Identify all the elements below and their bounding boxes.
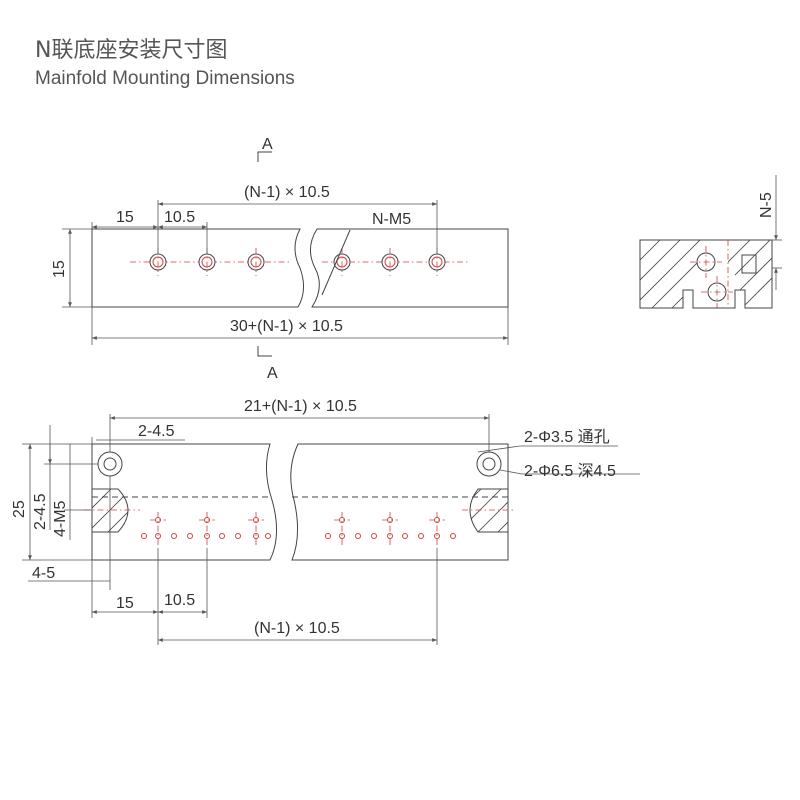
bottom-view-port-holes	[141, 512, 456, 548]
side-section-hatch	[640, 240, 700, 308]
dim-bottom-pitch-total: (N-1) × 10.5	[254, 620, 340, 637]
dim-top-pitch: 10.5	[164, 209, 195, 226]
dim-bottom-edge: 4-5	[32, 565, 55, 582]
dim-side-label: N-5	[758, 192, 775, 218]
dim-bottom-side-offset: 2-4.5	[32, 493, 49, 530]
side-section: N-5	[639, 175, 782, 309]
top-view-leader-thread	[321, 229, 351, 296]
top-view: A A (N-1) × 10.5 15 10.5 N-M5 15 30+(N-1…	[51, 136, 509, 382]
dim-bottom-mount-spacing: 21+(N-1) × 10.5	[244, 398, 357, 415]
section-mark-top	[257, 151, 272, 162]
side-section-port	[741, 254, 757, 274]
leader-counterbore	[499, 469, 523, 475]
section-label-top: A	[262, 136, 273, 153]
title-english: Mainfold Mounting Dimensions	[35, 68, 295, 89]
bottom-view-body-right	[290, 443, 509, 561]
bottom-view-body-left	[91, 443, 277, 561]
dim-top-height: 15	[51, 260, 68, 278]
section-label-bottom: A	[267, 365, 278, 382]
section-mark-bottom	[257, 346, 272, 357]
dim-bottom-side-thread: 4-M5	[52, 500, 69, 537]
dim-bottom-height-total: 25	[11, 500, 28, 518]
title-chinese: N联底座安装尺寸图	[35, 38, 228, 63]
dim-bottom-hole-offset: 2-4.5	[138, 423, 175, 440]
dim-bottom-counterbore: 2-Φ6.5 深4.5	[524, 462, 616, 480]
dim-bottom-through-hole: 2-Φ3.5 通孔	[524, 428, 610, 446]
dim-top-pitch-total: (N-1) × 10.5	[244, 184, 330, 201]
dim-bottom-offset: 15	[116, 595, 134, 612]
dim-top-thread: N-M5	[372, 211, 411, 228]
side-pocket-right	[469, 488, 508, 533]
top-view-holes	[149, 248, 446, 276]
side-section-outline	[639, 239, 773, 309]
leader-through-hole	[477, 445, 521, 453]
top-view-body-right	[310, 228, 509, 308]
dim-top-length: 30+(N-1) × 10.5	[230, 318, 343, 335]
dim-top-offset: 15	[116, 209, 134, 226]
bottom-view: 21+(N-1) × 10.5 2-4.5 2-Φ3.5 通孔 2-Φ6.5 深…	[11, 398, 640, 645]
dim-bottom-pitch: 10.5	[164, 592, 195, 609]
top-view-body-left	[91, 228, 304, 308]
